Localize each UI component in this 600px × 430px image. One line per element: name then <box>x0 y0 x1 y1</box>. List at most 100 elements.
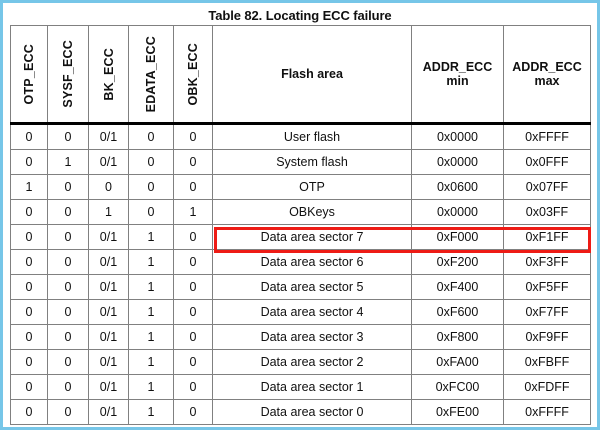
cell-sysf_ecc: 0 <box>47 199 89 225</box>
cell-edata_ecc: 1 <box>128 374 174 400</box>
cell-sysf_ecc: 0 <box>47 399 89 425</box>
cell-sysf_ecc: 0 <box>47 374 89 400</box>
cell-bk_ecc: 0/1 <box>88 249 129 275</box>
cell-addr_max: 0xFFFF <box>503 123 591 150</box>
cell-flash_area: Data area sector 4 <box>212 299 412 325</box>
cell-bk_ecc: 0/1 <box>88 374 129 400</box>
cell-otp_ecc: 0 <box>10 123 48 150</box>
cell-sysf_ecc: 0 <box>47 299 89 325</box>
cell-sysf_ecc: 0 <box>47 123 89 150</box>
cell-bk_ecc: 0/1 <box>88 399 129 425</box>
cell-addr_max: 0xF5FF <box>503 274 591 300</box>
cell-edata_ecc: 1 <box>128 249 174 275</box>
cell-edata_ecc: 1 <box>128 349 174 375</box>
cell-otp_ecc: 0 <box>10 324 48 350</box>
cell-addr_max: 0xFFFF <box>503 399 591 425</box>
cell-addr_min: 0xFA00 <box>411 349 504 375</box>
cell-bk_ecc: 0/1 <box>88 349 129 375</box>
cell-addr_min: 0xFC00 <box>411 374 504 400</box>
cell-edata_ecc: 1 <box>128 324 174 350</box>
cell-flash_area: Data area sector 3 <box>212 324 412 350</box>
cell-addr_max: 0xFDFF <box>503 374 591 400</box>
cell-obk_ecc: 0 <box>173 224 213 250</box>
cell-addr_max: 0x07FF <box>503 174 591 200</box>
cell-otp_ecc: 0 <box>10 274 48 300</box>
cell-obk_ecc: 0 <box>173 374 213 400</box>
cell-obk_ecc: 0 <box>173 249 213 275</box>
cell-obk_ecc: 0 <box>173 299 213 325</box>
cell-obk_ecc: 0 <box>173 349 213 375</box>
cell-bk_ecc: 0/1 <box>88 224 129 250</box>
cell-otp_ecc: 0 <box>10 224 48 250</box>
column-header-label: EDATA_ECC <box>144 35 158 113</box>
cell-sysf_ecc: 0 <box>47 349 89 375</box>
column-header-edata_ecc: EDATA_ECC <box>128 25 174 125</box>
cell-flash_area: System flash <box>212 149 412 175</box>
cell-flash_area: Data area sector 0 <box>212 399 412 425</box>
cell-bk_ecc: 0/1 <box>88 274 129 300</box>
column-header-obk_ecc: OBK_ECC <box>173 25 213 125</box>
cell-edata_ecc: 0 <box>128 199 174 225</box>
cell-flash_area: Data area sector 2 <box>212 349 412 375</box>
cell-addr_max: 0xF3FF <box>503 249 591 275</box>
cell-sysf_ecc: 0 <box>47 324 89 350</box>
page-title: Table 82. Locating ECC failure <box>208 8 392 23</box>
cell-sysf_ecc: 1 <box>47 149 89 175</box>
cell-addr_min: 0x0600 <box>411 174 504 200</box>
cell-flash_area: Data area sector 1 <box>212 374 412 400</box>
cell-bk_ecc: 0/1 <box>88 324 129 350</box>
cell-obk_ecc: 0 <box>173 399 213 425</box>
cell-edata_ecc: 1 <box>128 274 174 300</box>
cell-obk_ecc: 0 <box>173 324 213 350</box>
cell-flash_area: Data area sector 5 <box>212 274 412 300</box>
column-header-sysf_ecc: SYSF_ECC <box>47 25 89 125</box>
column-header-label: OBK_ECC <box>186 42 200 106</box>
cell-addr_min: 0xF200 <box>411 249 504 275</box>
cell-addr_min: 0x0000 <box>411 199 504 225</box>
cell-addr_max: 0xF7FF <box>503 299 591 325</box>
cell-flash_area: Data area sector 7 <box>212 224 412 250</box>
cell-otp_ecc: 0 <box>10 349 48 375</box>
cell-addr_max: 0x0FFF <box>503 149 591 175</box>
cell-obk_ecc: 0 <box>173 174 213 200</box>
cell-sysf_ecc: 0 <box>47 224 89 250</box>
column-header-sublabel: max <box>534 74 560 88</box>
cell-flash_area: OBKeys <box>212 199 412 225</box>
cell-edata_ecc: 1 <box>128 399 174 425</box>
column-header-flash_area: Flash area <box>212 25 412 125</box>
column-header-label: Flash area <box>281 67 343 81</box>
column-header-otp_ecc: OTP_ECC <box>10 25 48 125</box>
cell-otp_ecc: 1 <box>10 174 48 200</box>
cell-edata_ecc: 1 <box>128 224 174 250</box>
cell-bk_ecc: 0 <box>88 174 129 200</box>
cell-addr_min: 0xF000 <box>411 224 504 250</box>
cell-obk_ecc: 0 <box>173 149 213 175</box>
cell-obk_ecc: 1 <box>173 199 213 225</box>
cell-flash_area: User flash <box>212 123 412 150</box>
cell-bk_ecc: 0/1 <box>88 123 129 150</box>
cell-sysf_ecc: 0 <box>47 174 89 200</box>
document-canvas: Table 82. Locating ECC failure OTP_ECC SY… <box>3 3 597 427</box>
cell-otp_ecc: 0 <box>10 199 48 225</box>
cell-sysf_ecc: 0 <box>47 249 89 275</box>
cell-edata_ecc: 0 <box>128 149 174 175</box>
column-header-label: SYSF_ECC <box>61 40 75 108</box>
cell-otp_ecc: 0 <box>10 249 48 275</box>
cell-addr_max: 0xF9FF <box>503 324 591 350</box>
